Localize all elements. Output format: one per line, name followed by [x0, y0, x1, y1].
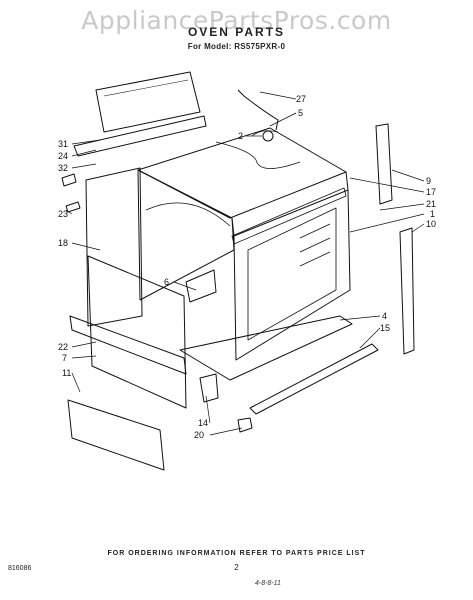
model-number: RS575PXR-0 [234, 42, 286, 51]
page-title: OVEN PARTS [187, 25, 286, 39]
callout-6: 6 [164, 277, 169, 287]
callout-2: 2 [238, 131, 243, 141]
ordering-note: FOR ORDERING INFORMATION REFER TO PARTS … [107, 550, 366, 557]
oven-cavity-part [137, 169, 235, 301]
callout-4: 4 [382, 311, 387, 321]
model-prefix: For Model: [187, 42, 232, 51]
callout-11: 11 [62, 368, 71, 378]
watermark: AppliancePartsPros.com [81, 6, 392, 35]
bottom-pan-part [179, 315, 353, 381]
callout-31: 31 [58, 139, 68, 149]
model-line: For Model: RS575PXR-0 [0, 42, 473, 51]
callout-22: 22 [58, 342, 68, 352]
oven-top-part [137, 127, 347, 219]
document-number: 816086 [8, 565, 32, 572]
callout-21: 21 [426, 199, 436, 209]
callout-20: 20 [194, 430, 204, 440]
callout-15: 15 [380, 323, 390, 333]
lower-front-panel-part [87, 255, 187, 409]
callout-24: 24 [58, 151, 68, 161]
callout-32: 32 [58, 163, 68, 173]
callout-23: 23 [58, 209, 68, 219]
back-panel-part [95, 71, 201, 133]
callout-9: 9 [426, 176, 431, 186]
top-trim-strip-part [73, 115, 207, 157]
callout-5: 5 [298, 108, 303, 118]
callout-7: 7 [62, 353, 67, 363]
callout-10: 10 [426, 219, 436, 229]
left-side-panel-part [85, 167, 143, 327]
date-code: 4-8-8-11 [255, 580, 281, 587]
callout-17: 17 [426, 187, 436, 197]
callout-14: 14 [198, 418, 208, 428]
right-rail-part [375, 123, 393, 205]
callout-18: 18 [58, 238, 68, 248]
kick-panel-part [67, 399, 165, 471]
callout-1: 1 [430, 209, 435, 219]
page-number: 2 [234, 563, 239, 572]
burner-tube-part [237, 89, 279, 131]
callout-27: 27 [296, 94, 306, 104]
